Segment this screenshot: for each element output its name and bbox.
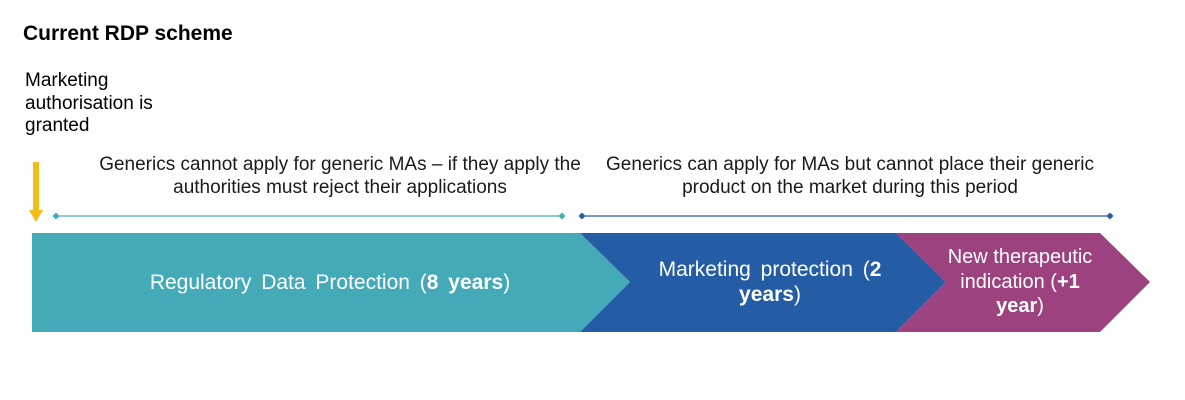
rdp-period-bracket xyxy=(52,212,566,220)
authorisation-marker-arrow xyxy=(29,162,43,222)
regulatory-data-protection-label: Regulatory Data Protection (8 years) xyxy=(149,270,511,294)
diagram-title: Current RDP scheme xyxy=(23,22,233,45)
marketing-period-bracket xyxy=(578,212,1114,220)
new-indication-segment xyxy=(896,233,1150,332)
authorisation-label: Marketing authorisation is granted xyxy=(25,70,153,136)
marketing-period-note: Generics can apply for MAs but cannot pl… xyxy=(606,154,1094,198)
marketing-protection-label: Marketing protection (2 years) xyxy=(658,258,882,306)
marketing-protection-segment xyxy=(580,233,946,332)
rdp-period-note: Generics cannot apply for generic MAs – … xyxy=(99,154,581,198)
regulatory-data-protection-segment xyxy=(32,233,630,332)
new-indication-label: New therapeutic indication (+1 year) xyxy=(947,246,1093,318)
